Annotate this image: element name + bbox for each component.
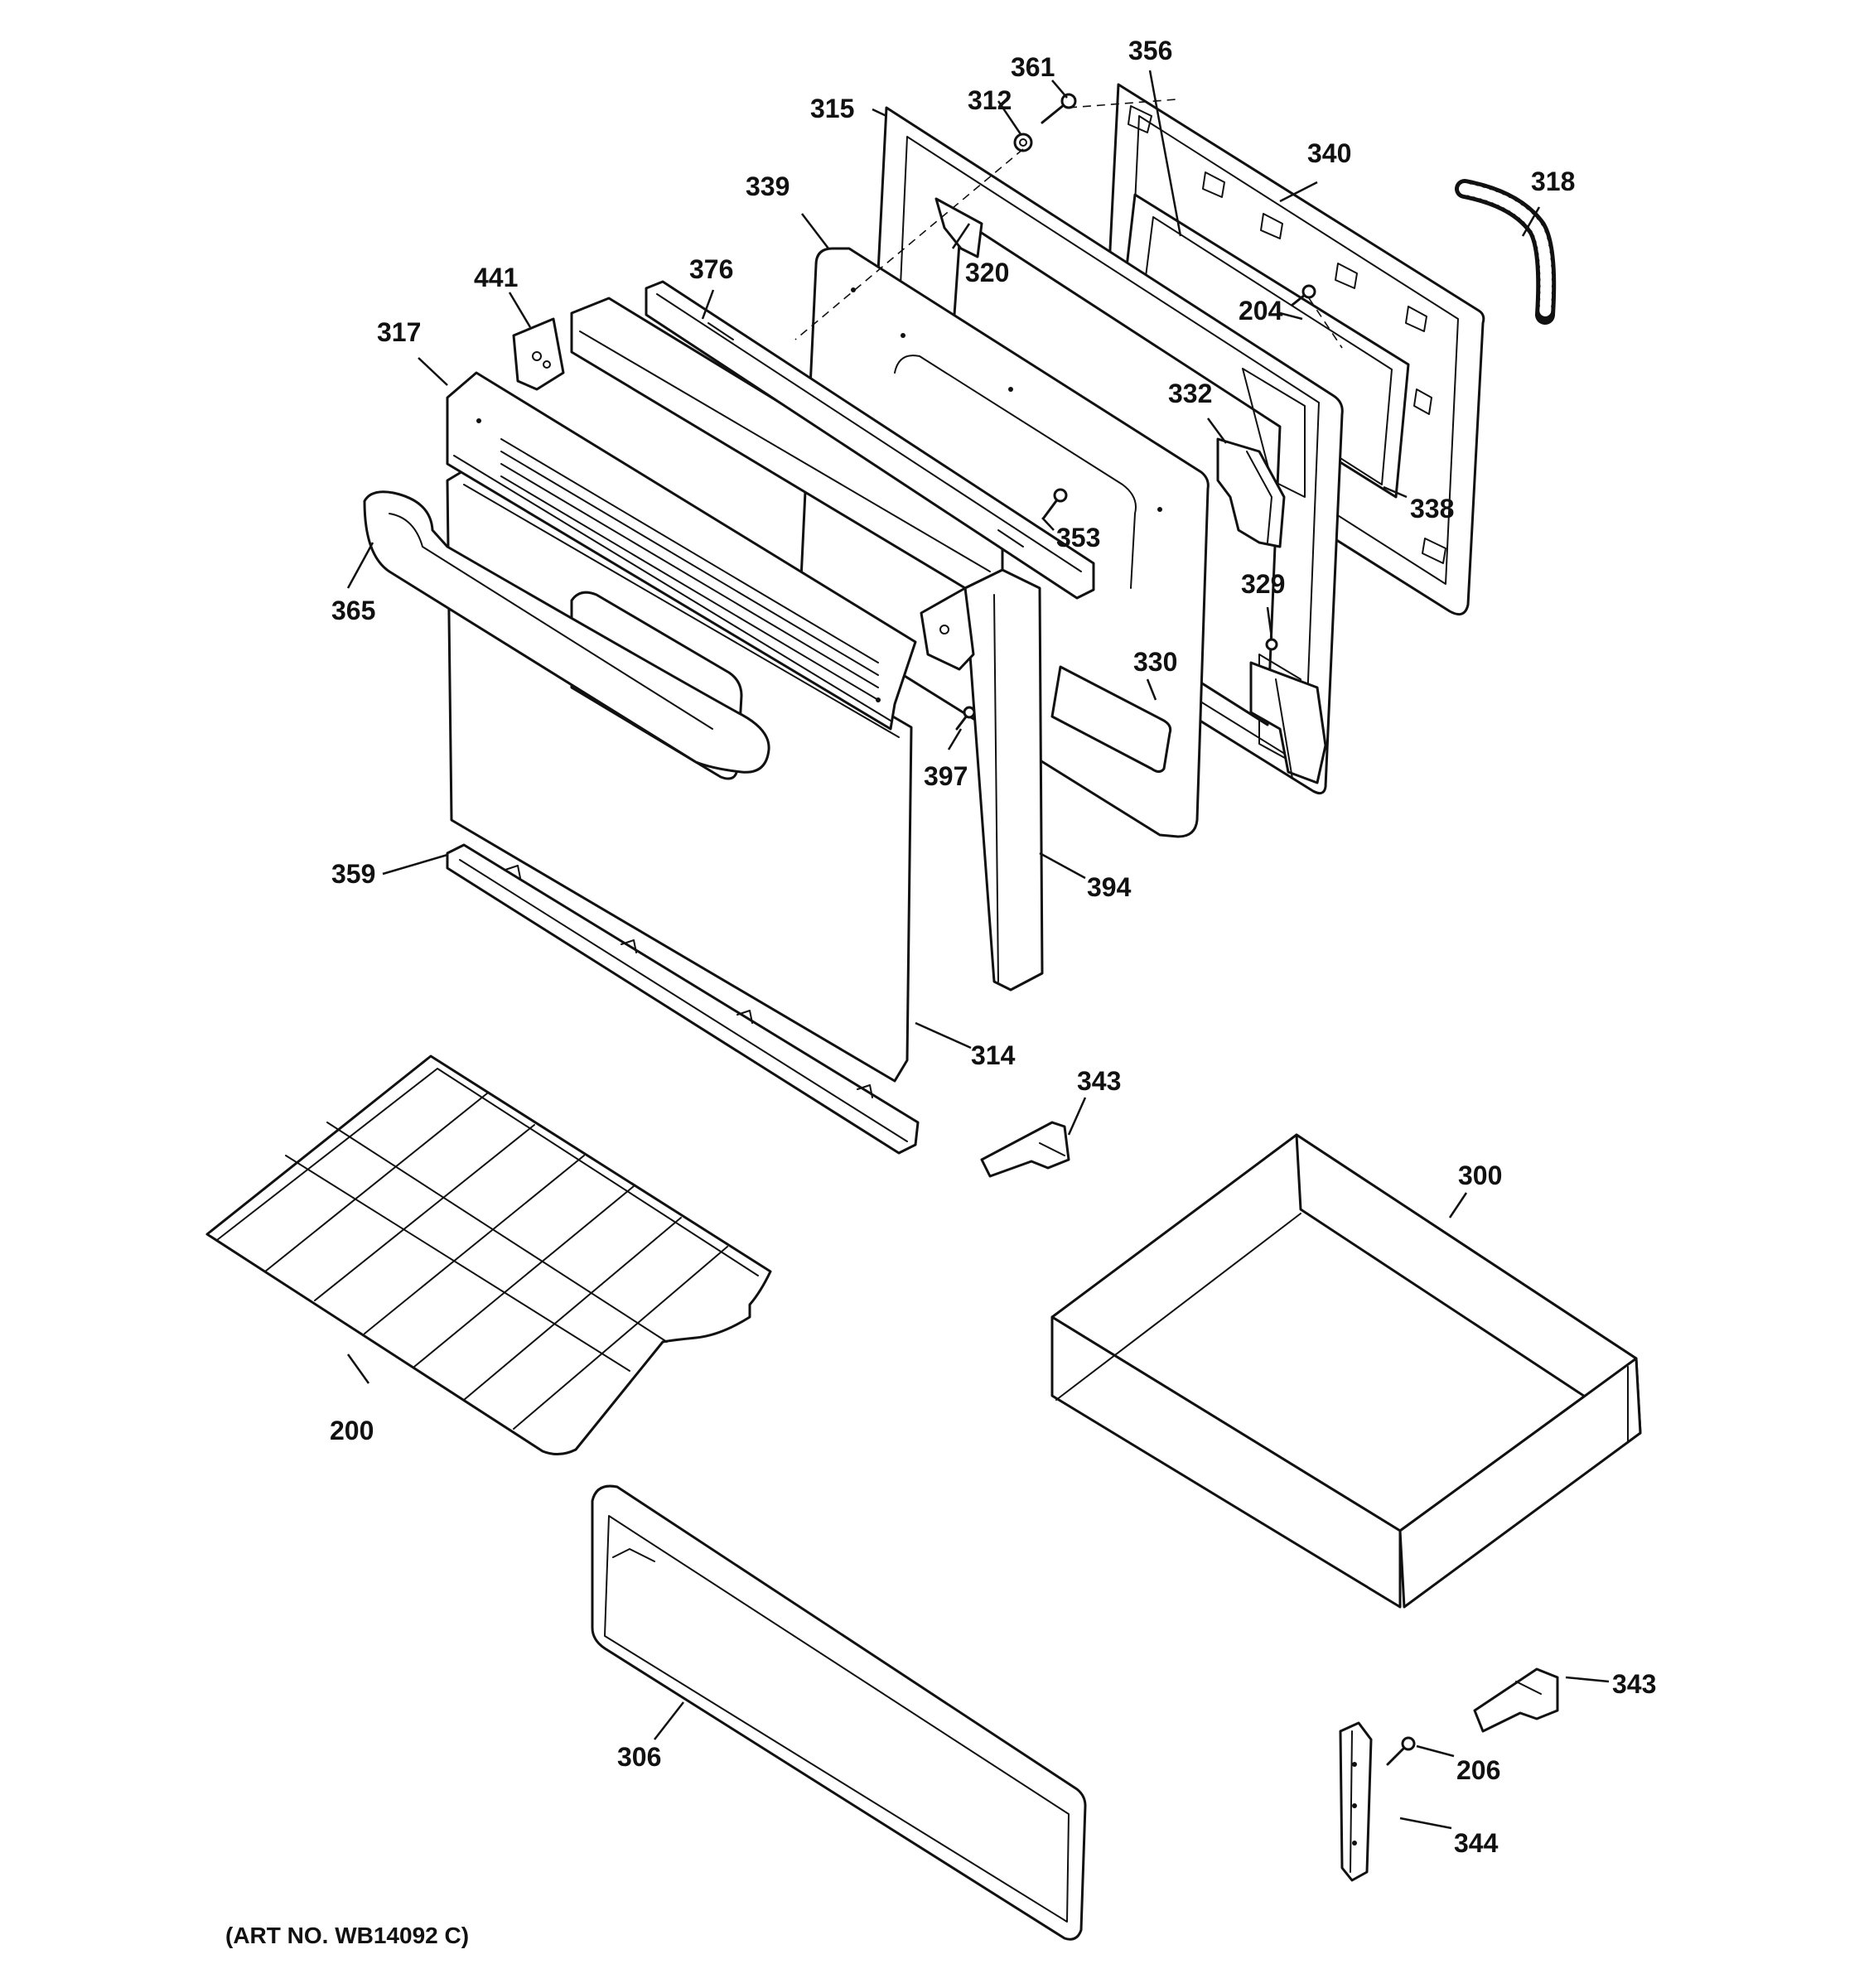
callout-365: 365 (331, 596, 375, 625)
door-gasket-318[interactable] (1455, 179, 1557, 325)
callout-204-a: 204 (1239, 296, 1283, 326)
hinge-bracket-320[interactable] (934, 197, 983, 258)
drawer-glide-343-b[interactable] (1473, 1667, 1559, 1733)
callout-306: 306 (617, 1742, 661, 1772)
screw-397[interactable] (955, 706, 976, 731)
drawer-glide-343-a[interactable] (980, 1121, 1070, 1178)
callout-376: 376 (689, 254, 733, 284)
screw-329[interactable] (1265, 638, 1278, 651)
callout-312: 312 (968, 85, 1012, 115)
callout-320: 320 (965, 258, 1009, 287)
leader-lines (346, 70, 1610, 1830)
screw-206[interactable] (1386, 1736, 1416, 1766)
callout-315: 315 (810, 94, 854, 123)
screw-204[interactable] (1291, 284, 1316, 306)
hinge-bracket-329[interactable] (1249, 661, 1327, 784)
hinge-332[interactable] (1216, 437, 1286, 548)
callout-329: 329 (1241, 569, 1285, 599)
side-trim-394[interactable] (963, 568, 1044, 992)
callout-359: 359 (331, 859, 375, 889)
door-frame-376[interactable] (570, 280, 1095, 600)
callout-labels: 361 356 312 315 340 318 339 320 376 441 … (225, 36, 1656, 1948)
callout-300: 300 (1458, 1160, 1502, 1190)
callout-397: 397 (924, 761, 968, 791)
screw-353[interactable] (1042, 488, 1068, 519)
callout-330: 330 (1133, 647, 1177, 677)
callout-356: 356 (1128, 36, 1172, 65)
callout-394: 394 (1087, 872, 1132, 902)
callout-206: 206 (1456, 1755, 1500, 1785)
drawer-box-300[interactable] (1050, 1133, 1642, 1609)
callout-343-a: 343 (1077, 1066, 1121, 1096)
vent-bracket[interactable] (920, 586, 975, 671)
nut-312[interactable] (1013, 133, 1033, 152)
callout-343-b: 343 (1612, 1669, 1656, 1699)
callout-338: 338 (1410, 494, 1454, 524)
screw-361[interactable] (1041, 93, 1077, 124)
callout-344: 344 (1454, 1828, 1499, 1858)
callout-441: 441 (474, 263, 518, 292)
callout-353: 353 (1056, 523, 1100, 552)
vent-trim-317[interactable] (446, 371, 917, 731)
door-handle-365[interactable] (363, 490, 770, 774)
drawer-bracket-344[interactable] (1339, 1721, 1373, 1882)
callout-332: 332 (1168, 379, 1212, 408)
callout-361: 361 (1011, 52, 1055, 82)
callout-318: 318 (1531, 166, 1575, 196)
callout-339: 339 (746, 171, 790, 201)
callout-314: 314 (971, 1040, 1016, 1070)
bottom-trim-359[interactable] (446, 843, 920, 1155)
callout-317: 317 (377, 317, 421, 347)
heat-shield-330[interactable] (1050, 665, 1172, 773)
hinge-bracket-441[interactable] (512, 317, 565, 391)
callout-200: 200 (330, 1416, 374, 1445)
drawer-front-306[interactable] (591, 1484, 1087, 1941)
art-number: (ART NO. WB14092 C) (225, 1923, 469, 1948)
oven-rack-200[interactable] (205, 1054, 772, 1455)
callout-340: 340 (1307, 138, 1351, 168)
